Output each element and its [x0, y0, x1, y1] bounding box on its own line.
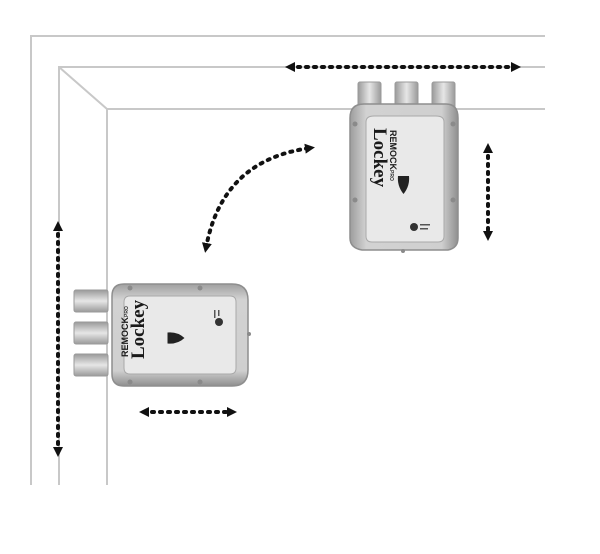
- logo-badge-icon: [410, 223, 430, 231]
- frame-miter-line: [58, 66, 108, 110]
- shield-icon: [397, 176, 410, 194]
- logo-badge-icon: [214, 310, 223, 326]
- lock-horizontal-brand-main: Lockey: [128, 299, 149, 359]
- shield-icon: [167, 332, 185, 344]
- lock-horizontal-brand: REMOCK Lockey PRO: [120, 299, 149, 359]
- curved-double-arrow: [201, 143, 315, 253]
- lock-vertical-screws: [352, 121, 456, 253]
- lock-horizontal-screws: [127, 285, 251, 385]
- door-frame: [30, 35, 545, 485]
- lock-vertical-brand-top: REMOCK: [388, 130, 398, 170]
- lock-horizontal: REMOCK Lockey PRO: [73, 283, 251, 387]
- lock-vertical-brand-main: Lockey: [369, 128, 390, 188]
- frame-outer-line: [30, 35, 545, 485]
- frame-middle-line: [58, 66, 545, 485]
- lock-vertical-brand-suffix: PRO: [388, 170, 394, 181]
- lock-horizontal-brand-top: REMOCK: [120, 317, 130, 357]
- lock-vertical: REMOCK Lockey PRO: [349, 81, 459, 253]
- lock-vertical-brand: REMOCK Lockey PRO: [369, 128, 398, 188]
- lock-horizontal-bolts: [73, 289, 109, 377]
- lock-horizontal-brand-suffix: PRO: [124, 306, 130, 317]
- movement-arrows: [53, 62, 521, 457]
